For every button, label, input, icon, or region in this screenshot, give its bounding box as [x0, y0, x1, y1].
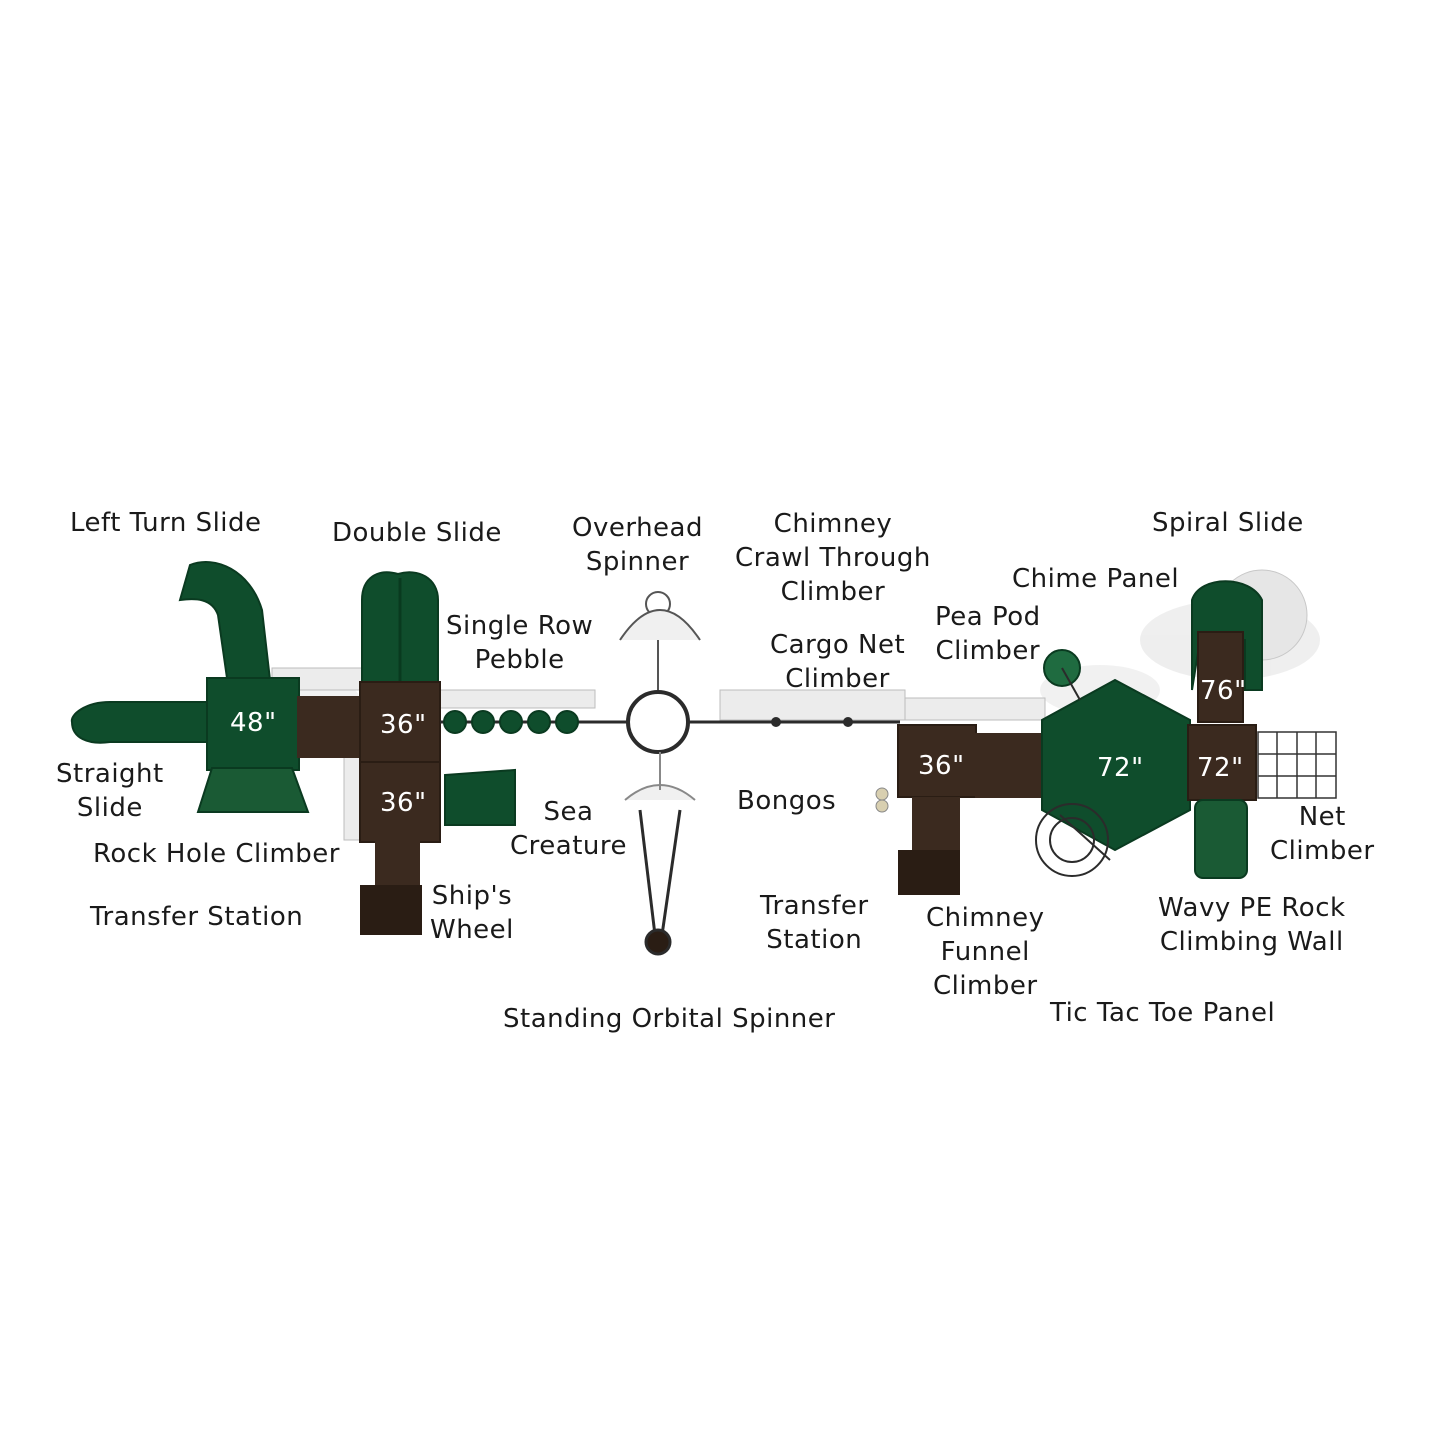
deck-height-48: 48" — [230, 708, 277, 738]
bridge-right — [975, 733, 1050, 798]
deck-height-36-mid: 36" — [918, 751, 965, 781]
wavy-pe-rock-wall — [1194, 799, 1248, 879]
chimney-funnel-climber — [1035, 803, 1111, 877]
bongos — [875, 787, 889, 813]
central-ring — [626, 690, 690, 754]
railings — [271, 667, 1046, 841]
deck-height-36-lower: 36" — [380, 788, 427, 818]
deck-76 — [1197, 631, 1244, 723]
label-spiral-slide: Spiral Slide — [1152, 508, 1304, 538]
label-tic-tac-toe-panel: Tic Tac Toe Panel — [1050, 998, 1276, 1028]
straight-slide — [70, 701, 211, 744]
deck-height-36-top: 36" — [380, 710, 427, 740]
rock-hole-climber — [196, 767, 310, 813]
cargo-net-climber — [771, 717, 853, 727]
label-double-slide: Double Slide — [332, 518, 502, 548]
label-standing-orbital-spinner: Standing Orbital Spinner — [503, 1004, 836, 1034]
green-climber-panel — [444, 768, 516, 826]
standing-orbital-spinner — [624, 752, 696, 956]
hex-deck-72 — [1041, 678, 1191, 852]
label-left-turn-slide: Left Turn Slide — [70, 508, 262, 538]
deck-36-mid — [897, 724, 977, 798]
deck-72-right — [1187, 724, 1257, 801]
net-climber — [1257, 731, 1337, 799]
label-rock-hole-climber: Rock Hole Climber — [93, 839, 340, 869]
label-chime-panel: Chime Panel — [1012, 564, 1180, 594]
deck-height-72-right: 72" — [1197, 753, 1244, 783]
single-row-pebble — [440, 710, 600, 734]
overhead-spinner — [619, 591, 701, 690]
label-bongos: Bongos — [737, 786, 837, 816]
bridge-left — [297, 696, 365, 758]
left-turn-slide — [178, 561, 272, 687]
pea-pod-climber — [1043, 649, 1081, 701]
deck-height-72-hex: 72" — [1097, 753, 1144, 783]
label-transfer-station-left: Transfer Station — [90, 902, 304, 932]
deck-height-76: 76" — [1200, 676, 1247, 706]
